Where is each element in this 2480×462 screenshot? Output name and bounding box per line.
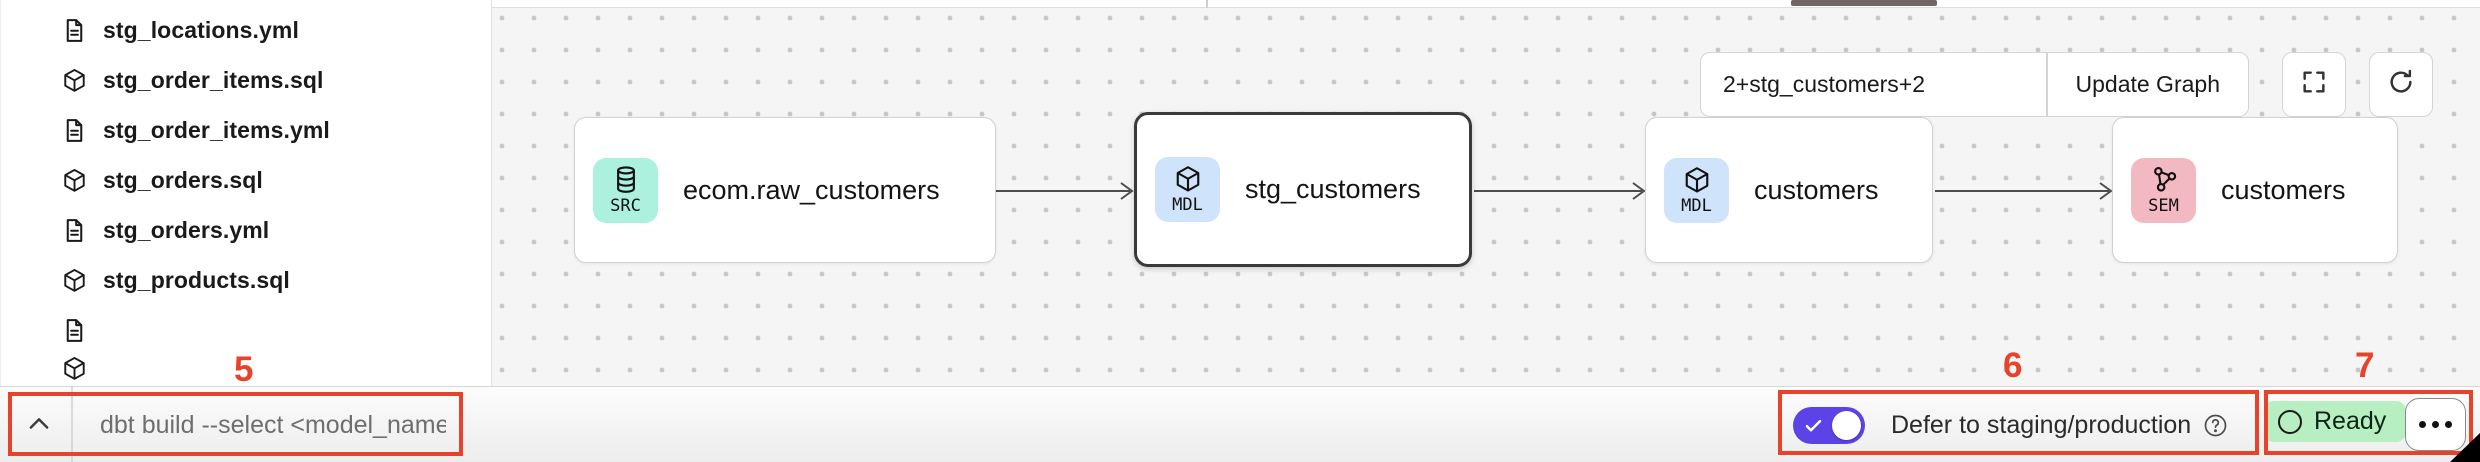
node-label: ecom.raw_customers: [683, 174, 940, 205]
node-label: customers: [1754, 174, 1879, 205]
fullscreen-button[interactable]: [2282, 52, 2346, 117]
model-badge: MDL: [1155, 157, 1220, 222]
node-customers-model[interactable]: MDL customers: [1645, 117, 1933, 263]
badge-label: SRC: [610, 195, 641, 216]
status-label: Ready: [2314, 407, 2387, 435]
file-name: stg_products.sql: [103, 266, 290, 293]
model-cube-icon: [61, 267, 88, 294]
update-graph-button[interactable]: Update Graph: [2048, 53, 2249, 116]
source-badge: SRC: [593, 157, 658, 223]
command-bar-divider: [71, 387, 73, 462]
dbt-command-input[interactable]: [88, 387, 458, 462]
model-cube-icon: [61, 355, 88, 382]
database-icon: [616, 165, 635, 193]
model-cube-icon: [61, 67, 88, 94]
file-name: stg_orders.yml: [103, 216, 270, 243]
badge-label: MDL: [1172, 195, 1203, 215]
file-item-stg-products-yml[interactable]: [1, 305, 491, 355]
check-icon: [1803, 415, 1824, 436]
yml-file-icon: [61, 17, 88, 44]
node-customers-semantic[interactable]: SEM customers: [2112, 117, 2398, 263]
node-label: stg_customers: [1245, 174, 1421, 204]
file-item-stg-orders-yml[interactable]: stg_orders.yml: [1, 205, 491, 255]
yml-file-icon: [61, 117, 88, 144]
command-bar-expand-button[interactable]: [24, 409, 54, 439]
defer-label: Defer to staging/production: [1891, 410, 2192, 439]
editor-tabstrip-edge: [492, 0, 2480, 8]
file-item-clipped[interactable]: [1, 355, 491, 385]
model-badge: MDL: [1664, 157, 1729, 223]
file-item-stg-locations-yml[interactable]: stg_locations.yml: [1, 5, 491, 55]
status-ready-button[interactable]: Ready: [2264, 401, 2407, 442]
file-item-stg-products-sql[interactable]: stg_products.sql: [1, 255, 491, 305]
file-name: stg_orders.sql: [103, 166, 263, 193]
file-item-stg-orders-sql[interactable]: stg_orders.sql: [1, 155, 491, 205]
lineage-canvas[interactable]: Update Graph SR: [492, 8, 2480, 386]
node-label: customers: [2221, 174, 2346, 205]
file-item-stg-order-items-yml[interactable]: stg_order_items.yml: [1, 105, 491, 155]
yml-file-icon: [61, 317, 88, 344]
corner-wedge-decoration: [2450, 433, 2480, 462]
node-stg-customers[interactable]: MDL stg_customers: [1134, 112, 1472, 267]
bottom-status-bar: Defer to staging/production Ready: [0, 386, 2480, 462]
file-name: stg_order_items.sql: [103, 66, 324, 93]
file-name: stg_order_items.yml: [103, 116, 330, 143]
toggle-knob: [1832, 410, 1861, 440]
refresh-icon: [2387, 68, 2415, 101]
lineage-selector-group: Update Graph: [1700, 52, 2249, 117]
badge-label: MDL: [1681, 195, 1712, 216]
help-question-icon[interactable]: [2203, 413, 2228, 438]
edge-src-to-stg-customers: [994, 182, 1134, 200]
file-item-stg-order-items-sql[interactable]: stg_order_items.sql: [1, 55, 491, 105]
defer-toggle[interactable]: [1793, 406, 1865, 444]
semantic-badge: SEM: [2131, 157, 2196, 223]
file-tree-sidebar: stg_locations.yml stg_order_items.sql st…: [0, 0, 492, 386]
node-ecom-raw-customers[interactable]: SRC ecom.raw_customers: [574, 117, 996, 263]
file-name: stg_locations.yml: [103, 16, 299, 43]
defer-section: Defer to staging/production: [1793, 387, 2228, 462]
yml-file-icon: [61, 217, 88, 244]
tab-divider: [1206, 0, 1208, 8]
network-icon: [2153, 166, 2176, 192]
ellipsis-icon: [2419, 421, 2426, 428]
cube-icon: [1685, 166, 1708, 193]
horizontal-scrollbar-thumb[interactable]: [1791, 0, 1937, 6]
refresh-graph-button[interactable]: [2369, 52, 2433, 117]
chevron-up-icon: [29, 418, 49, 429]
edge-stg-customers-to-customers: [1474, 182, 1646, 200]
badge-label: SEM: [2148, 195, 2179, 216]
status-circle-icon: [2278, 409, 2302, 434]
file-list: stg_locations.yml stg_order_items.sql st…: [1, 0, 491, 385]
lineage-selector-input[interactable]: [1701, 53, 2046, 116]
edge-customers-to-sem-customers: [1935, 182, 2113, 200]
fullscreen-icon: [2300, 68, 2328, 101]
model-cube-icon: [61, 167, 88, 194]
cube-icon: [1176, 166, 1199, 192]
selector-divider: [2046, 53, 2048, 116]
